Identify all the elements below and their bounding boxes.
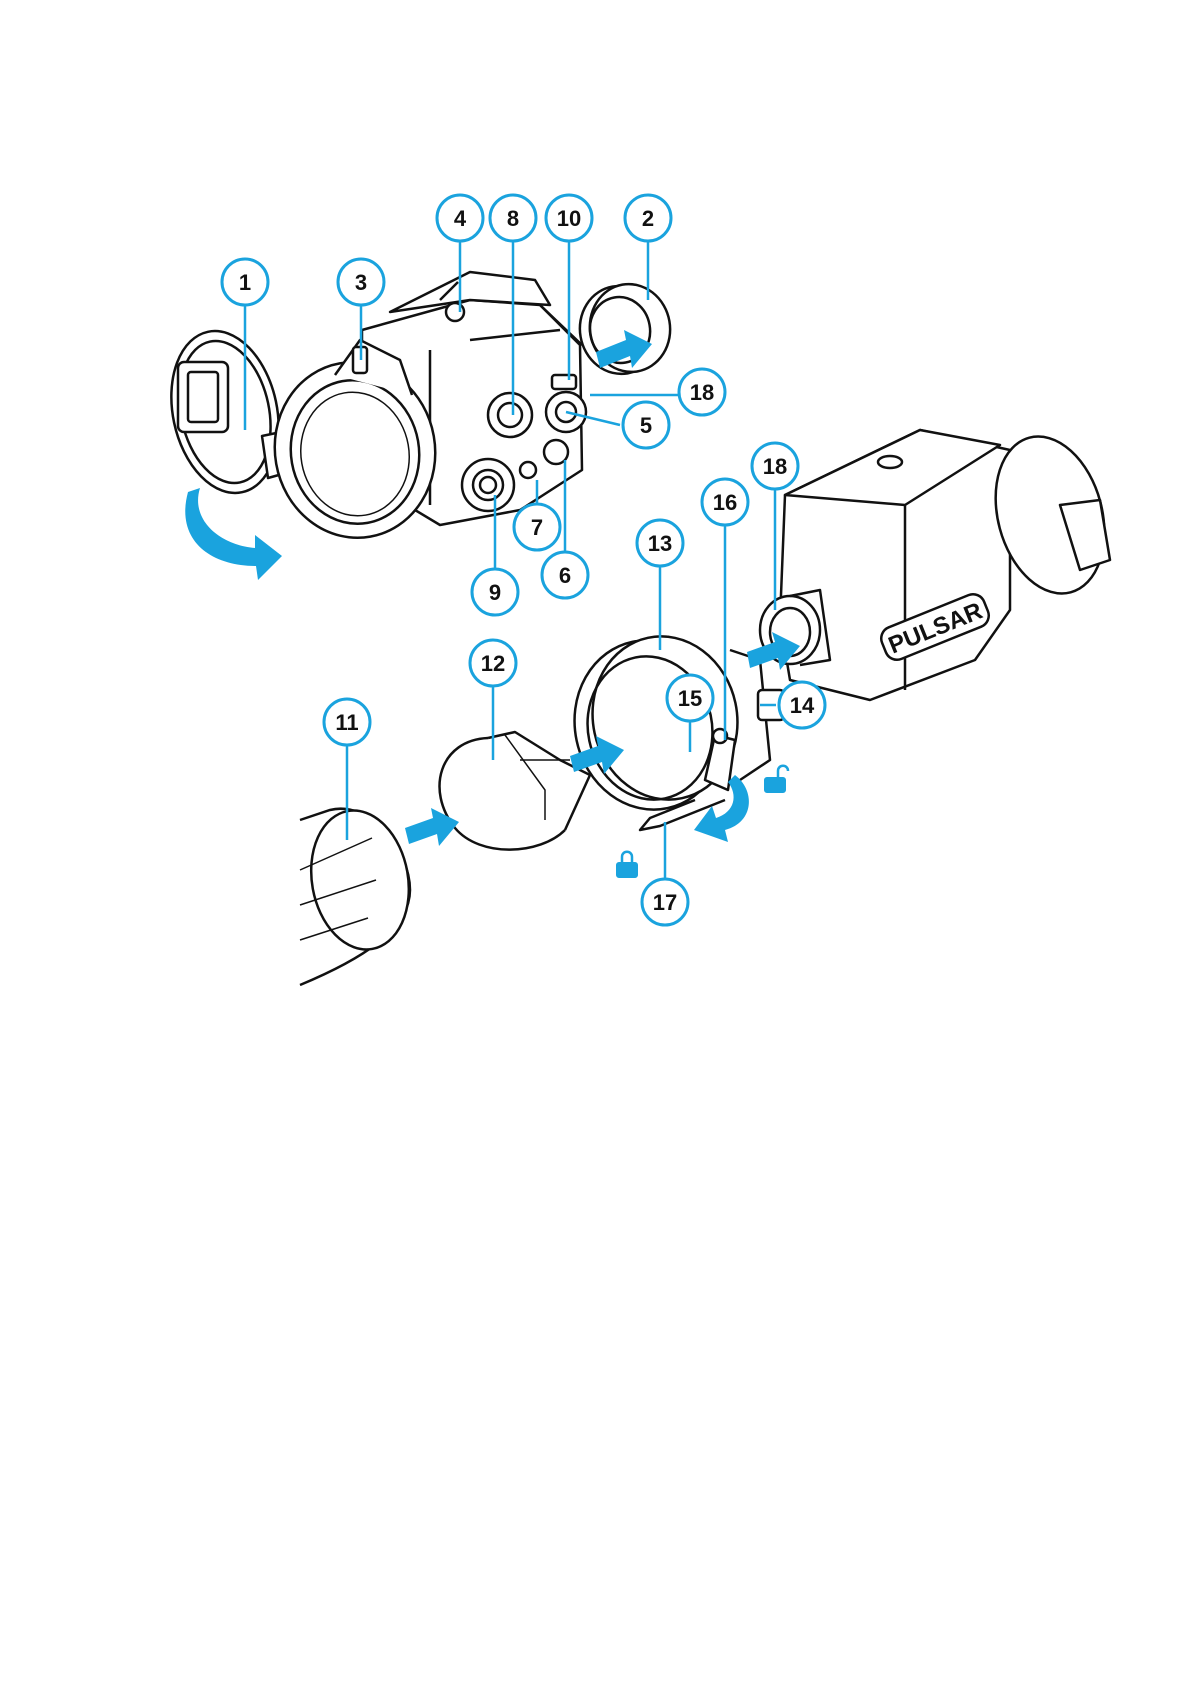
- callout-number: 1: [239, 270, 251, 295]
- callout-10: 10: [546, 195, 592, 241]
- callout-4: 4: [437, 195, 483, 241]
- callout-15: 15: [667, 675, 713, 721]
- callout-number: 15: [678, 686, 702, 711]
- callout-11: 11: [324, 699, 370, 745]
- callout-13: 13: [637, 520, 683, 566]
- callout-number: 3: [355, 270, 367, 295]
- callout-number: 4: [454, 206, 467, 231]
- callout-1: 1: [222, 259, 268, 305]
- callout-number: 17: [653, 890, 677, 915]
- callout-18a: 18: [679, 369, 725, 415]
- callout-9: 9: [472, 569, 518, 615]
- callout-number: 14: [790, 693, 815, 718]
- callout-number: 9: [489, 580, 501, 605]
- callout-number: 7: [531, 515, 543, 540]
- lock-icon: [617, 852, 637, 877]
- callout-number: 16: [713, 490, 737, 515]
- callout-12: 12: [470, 640, 516, 686]
- callout-8: 8: [490, 195, 536, 241]
- callout-7: 7: [514, 504, 560, 550]
- unlock-icon: [765, 766, 788, 792]
- rotate-arrow-icon: [185, 488, 282, 580]
- callout-number: 10: [557, 206, 581, 231]
- callout-number: 5: [640, 413, 652, 438]
- callout-3: 3: [338, 259, 384, 305]
- callout-number: 18: [763, 454, 787, 479]
- callout-6: 6: [542, 552, 588, 598]
- rear-device: [760, 424, 1121, 700]
- riflescope-tube: [300, 803, 419, 985]
- callout-number: 11: [335, 710, 358, 735]
- callout-17: 17: [642, 879, 688, 925]
- callout-number: 13: [648, 531, 672, 556]
- callout-number: 18: [690, 380, 714, 405]
- callout-number: 2: [642, 206, 654, 231]
- shim-sleeve: [440, 732, 590, 850]
- callout-14: 14: [779, 682, 825, 728]
- callout-number: 6: [559, 563, 571, 588]
- callout-number: 12: [481, 651, 505, 676]
- callout-2: 2: [625, 195, 671, 241]
- callout-5: 5: [623, 402, 669, 448]
- callout-16: 16: [702, 479, 748, 525]
- callout-18b: 18: [752, 443, 798, 489]
- eyepiece-ring: [573, 278, 677, 381]
- callout-number: 8: [507, 206, 519, 231]
